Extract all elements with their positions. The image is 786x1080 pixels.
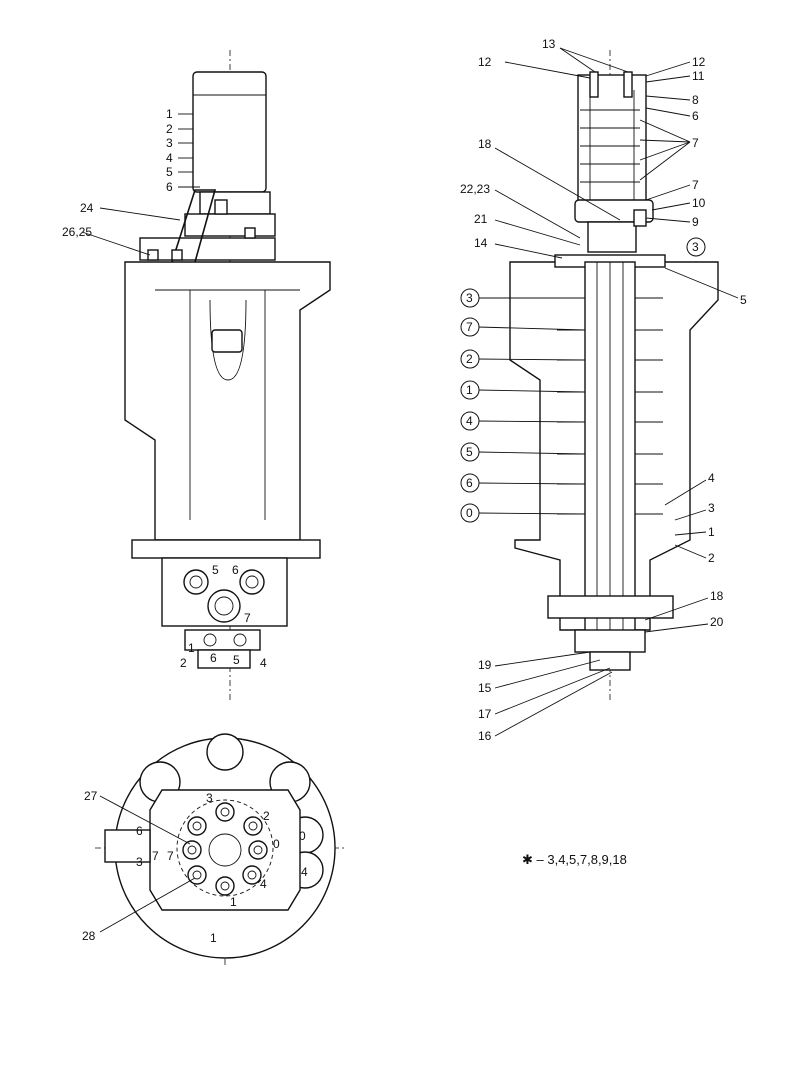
- sec-label-14: 14: [474, 236, 488, 250]
- side-label-4: 4: [166, 151, 173, 165]
- fitting-label-5: 5: [233, 653, 240, 667]
- legend-note: ✱ – 3,4,5,7,8,9,18: [522, 852, 627, 867]
- sec-label-8: 8: [692, 93, 699, 107]
- side-label-24: 24: [80, 201, 94, 215]
- sec-label-12l: 12: [478, 55, 492, 69]
- side-label-3: 3: [166, 136, 173, 150]
- bottom-view: 27 28 3 2 0 4 1 6 7 7 3 0 4 1: [82, 733, 345, 965]
- svg-text:1: 1: [466, 383, 473, 397]
- port-label-6: 6: [232, 563, 239, 577]
- bottom-port-2: 2: [263, 809, 270, 823]
- svg-text:3: 3: [466, 291, 473, 305]
- sec-label-18l: 18: [478, 137, 492, 151]
- side-label-5: 5: [166, 165, 173, 179]
- svg-text:0: 0: [466, 506, 473, 520]
- sec-label-11: 11: [692, 69, 705, 83]
- bottom-port-7b: 7: [167, 849, 174, 863]
- fitting-label-7: 7: [244, 611, 251, 625]
- sec-label-7a: 7: [692, 136, 699, 150]
- circled-3: 3: [460, 288, 480, 308]
- side-label-26-25: 26,25: [62, 225, 92, 239]
- port-label-5: 5: [212, 563, 219, 577]
- fitting-label-1: 1: [188, 641, 195, 655]
- bottom-port-6: 6: [136, 824, 143, 838]
- bottom-label-27: 27: [84, 789, 98, 803]
- sec-label-4: 4: [708, 471, 715, 485]
- svg-text:7: 7: [466, 320, 473, 334]
- bottom-port-3-left: 3: [136, 855, 143, 869]
- side-label-2: 2: [166, 122, 173, 136]
- side-label-1: 1: [166, 107, 173, 121]
- svg-text:4: 4: [466, 414, 473, 428]
- circled-4: 4: [460, 411, 480, 431]
- circled-0: 0: [460, 503, 480, 523]
- sec-label-12r: 12: [692, 55, 706, 69]
- sec-label-2: 2: [708, 551, 715, 565]
- sec-label-3: 3: [708, 501, 715, 515]
- fitting-label-6: 6: [210, 651, 217, 665]
- bottom-port-0-inner: 0: [273, 837, 280, 851]
- bottom-port-3: 3: [206, 791, 213, 805]
- sec-label-21: 21: [474, 212, 488, 226]
- bottom-label-28: 28: [82, 929, 96, 943]
- circled-2: 2: [460, 349, 480, 369]
- svg-text:3: 3: [692, 240, 699, 254]
- sec-label-7b: 7: [692, 178, 699, 192]
- svg-text:6: 6: [466, 476, 473, 490]
- bottom-port-4-outer: 4: [301, 865, 308, 879]
- sec-label-20: 20: [710, 615, 724, 629]
- fitting-label-4: 4: [260, 656, 267, 670]
- sec-label-9: 9: [692, 215, 699, 229]
- sec-label-18r: 18: [710, 589, 724, 603]
- sec-label-16: 16: [478, 729, 492, 743]
- circled-7: 7: [460, 317, 480, 337]
- sec-label-13: 13: [542, 37, 556, 51]
- circled-6: 6: [460, 473, 480, 493]
- svg-text:2: 2: [466, 352, 473, 366]
- sec-label-19: 19: [478, 658, 492, 672]
- bottom-port-1-inner: 1: [230, 895, 237, 909]
- sec-label-1: 1: [708, 525, 715, 539]
- fitting-label-2: 2: [180, 656, 187, 670]
- side-view: 1 2 3 4 5 6 24 26,25 5 6 1 2 6 5 4 7: [62, 50, 331, 700]
- section-view: 12 11 8 6 7 7 10 9 5 4 3 1 2 18 20 13 12…: [460, 37, 747, 743]
- bottom-port-0-outer: 0: [299, 829, 306, 843]
- circled-1: 1: [460, 380, 480, 400]
- sec-label-15: 15: [478, 681, 492, 695]
- bottom-port-7a: 7: [152, 849, 159, 863]
- bottom-port-4-inner: 4: [260, 877, 267, 891]
- sec-label-5: 5: [740, 293, 747, 307]
- circled-5: 5: [460, 442, 480, 462]
- sec-label-6: 6: [692, 109, 699, 123]
- side-label-6: 6: [166, 180, 173, 194]
- sec-label-17: 17: [478, 707, 492, 721]
- sec-label-22-23: 22,23: [460, 182, 490, 196]
- bottom-port-1-outer: 1: [210, 931, 217, 945]
- svg-text:5: 5: [466, 445, 473, 459]
- circled-3-right: 3: [686, 237, 706, 257]
- sec-label-10: 10: [692, 196, 706, 210]
